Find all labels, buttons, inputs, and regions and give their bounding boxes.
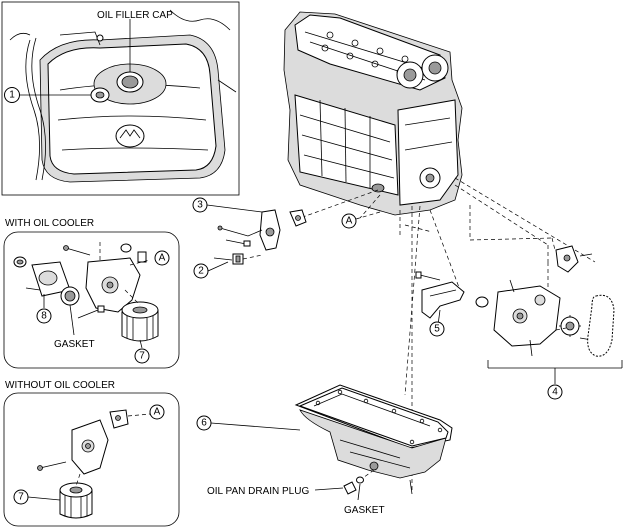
svg-text:1: 1: [9, 90, 15, 101]
engine-cover-inset: [1, 1, 240, 196]
engine-block: [283, 11, 463, 216]
callout-4: 4: [547, 384, 563, 400]
oil-filler-cap-label: OIL FILLER CAP: [97, 10, 173, 21]
oil-pressure-switch-assembly: [206, 204, 307, 265]
gasket-label-drain: GASKET: [344, 505, 385, 516]
callout-6: 6: [196, 415, 212, 431]
svg-text:A: A: [346, 216, 353, 227]
oil-pan-drain-plug-label: OIL PAN DRAIN PLUG: [207, 486, 309, 497]
oil-pump-assembly: [415, 245, 623, 384]
callout-1: 1: [4, 87, 20, 103]
svg-text:A: A: [154, 407, 161, 418]
callout-5: 5: [429, 321, 445, 337]
ref-a-no-cooler: A: [149, 404, 165, 420]
without-oil-cooler-heading: WITHOUT OIL COOLER: [5, 380, 115, 391]
ref-a-engine: A: [341, 211, 381, 229]
ref-a-cooler: A: [154, 250, 170, 266]
callout-7-cooler: 7: [134, 348, 150, 364]
oil-pan: [210, 384, 453, 501]
with-oil-cooler-heading: WITH OIL COOLER: [5, 218, 94, 229]
svg-text:2: 2: [198, 266, 204, 277]
callout-2: 2: [193, 261, 229, 279]
callout-8: 8: [36, 308, 52, 324]
svg-text:7: 7: [139, 351, 145, 362]
callout-7-no-cooler: 7: [13, 489, 29, 505]
svg-text:3: 3: [197, 200, 203, 211]
svg-text:6: 6: [201, 418, 207, 429]
svg-text:7: 7: [18, 492, 24, 503]
without-oil-cooler-panel: [3, 392, 180, 527]
callout-3: 3: [192, 197, 208, 213]
with-oil-cooler-panel: [3, 231, 180, 369]
svg-text:8: 8: [41, 311, 47, 322]
gasket-label-cooler: GASKET: [54, 339, 95, 350]
svg-text:5: 5: [434, 324, 440, 335]
svg-text:4: 4: [552, 387, 558, 398]
svg-text:A: A: [159, 253, 166, 264]
